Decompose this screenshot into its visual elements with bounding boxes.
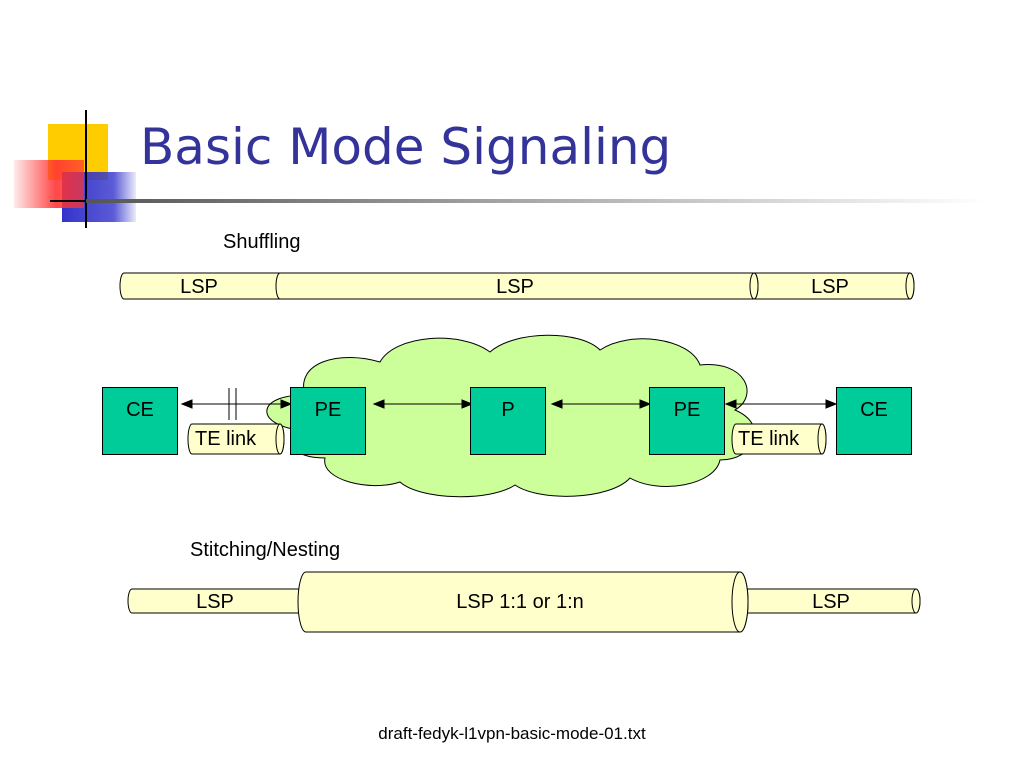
- stitching-label: Stitching/Nesting: [190, 539, 341, 561]
- stitching-lsp-right-pipe: [739, 588, 921, 614]
- link-arrows: [180, 388, 838, 420]
- te-link-left-label: TE link: [195, 428, 257, 450]
- shuffling-pipes: [119, 272, 915, 300]
- shuffling-lsp-left-label: LSP: [180, 276, 218, 298]
- stitching-lsp-left-pipe: [127, 588, 311, 614]
- ce-node-right: CE: [836, 387, 912, 455]
- stitching-lsp-nested-label: LSP 1:1 or 1:n: [456, 591, 584, 613]
- shuffling-lsp-right-label: LSP: [811, 276, 849, 298]
- stitching-lsp-right-label: LSP: [812, 591, 850, 613]
- te-link-right-label: TE link: [738, 428, 800, 450]
- title-rule: [86, 199, 986, 203]
- stitching-lsp-left-label: LSP: [196, 591, 234, 613]
- shuffling-lsp-middle-pipe: [275, 272, 759, 300]
- pe-node-right: PE: [649, 387, 725, 455]
- logo-icon: [14, 110, 140, 228]
- ce-node-left: CE: [102, 387, 178, 455]
- stitching-pipes: [127, 571, 921, 633]
- shuffling-lsp-middle-label: LSP: [496, 276, 534, 298]
- footer-filename: draft-fedyk-l1vpn-basic-mode-01.txt: [378, 724, 646, 743]
- stitching-lsp-nested-pipe: [297, 571, 749, 633]
- page-title: Basic Mode Signaling: [140, 118, 672, 176]
- p-node: P: [470, 387, 546, 455]
- shuffling-label: Shuffling: [223, 231, 301, 253]
- pe-node-left: PE: [290, 387, 366, 455]
- te-link-left-pipe: [187, 423, 285, 455]
- te-link-right-pipe: [731, 423, 827, 455]
